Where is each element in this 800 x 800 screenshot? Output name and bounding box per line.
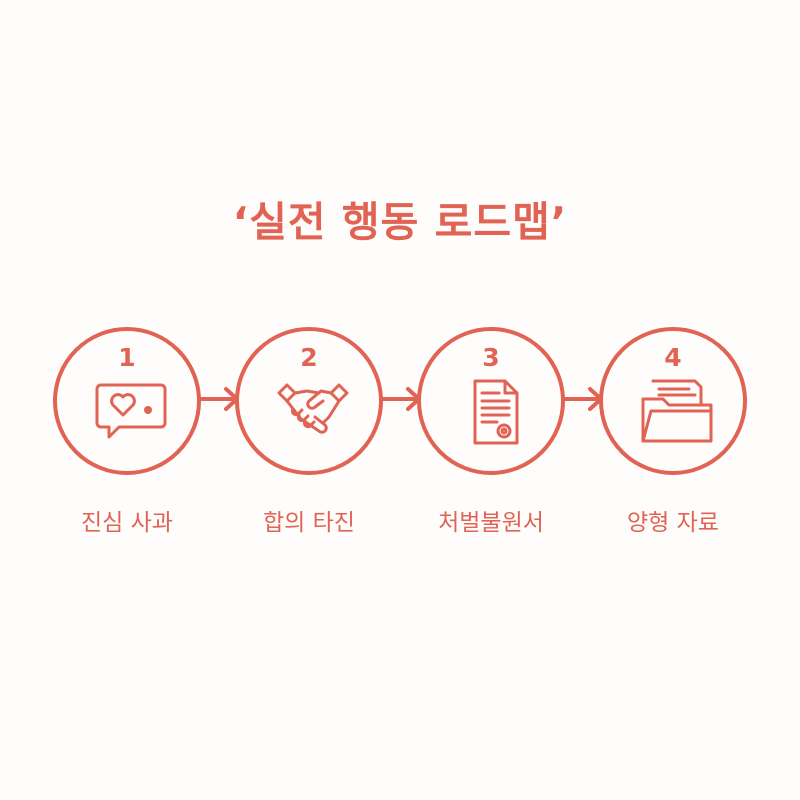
step-1-label: 진심 사과 [81,510,173,536]
handshake-icon [277,383,349,434]
step-number: 3 [482,343,500,372]
step-number: 1 [118,343,136,372]
step-3-circle: 3 [417,327,565,475]
folder-documents-icon [641,379,713,443]
certificate-document-icon [473,379,519,445]
speech-bubble-heart-icon [95,383,167,439]
step-number: 4 [664,343,682,372]
roadmap-title: ‘실전 행동 로드맵’ [232,198,568,246]
step-4-label: 양형 자료 [627,510,719,536]
step-3-label: 처벌불원서 [438,510,544,536]
step-2-circle: 2 [235,327,383,475]
step-number: 2 [300,343,318,372]
step-2-label: 합의 타진 [263,510,355,536]
step-1-circle: 1 [53,327,201,475]
step-4-circle: 4 [599,327,747,475]
